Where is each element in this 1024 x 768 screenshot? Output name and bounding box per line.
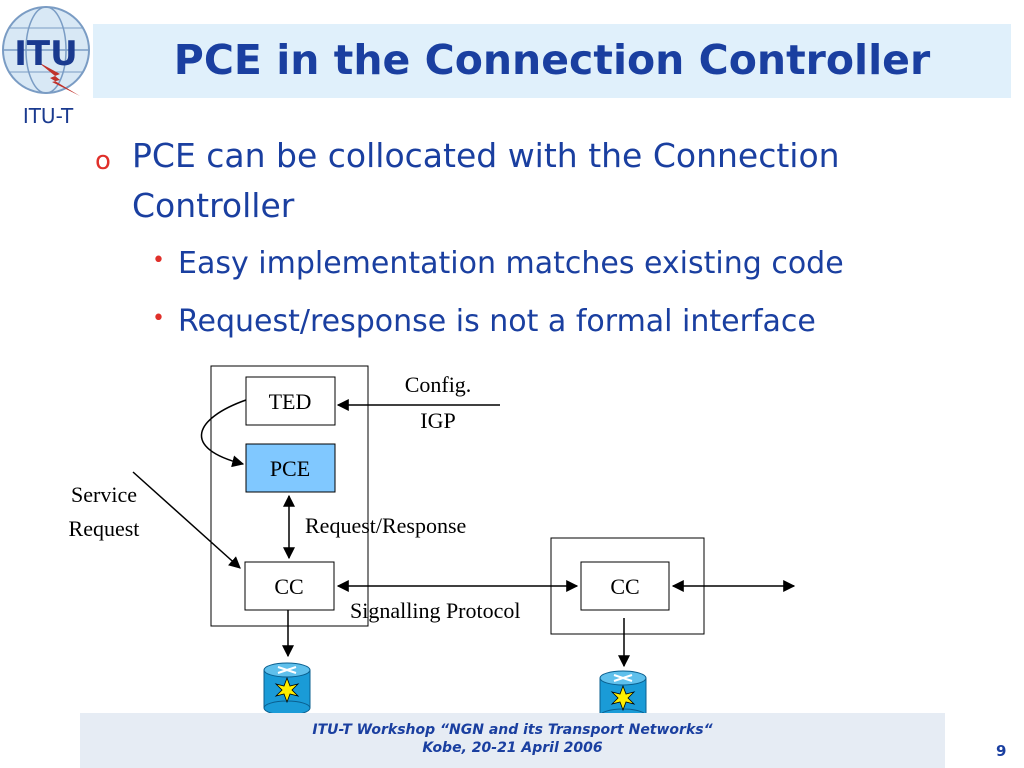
page-title: PCE in the Connection Controller xyxy=(173,36,931,84)
bullet-main-line1: PCE can be collocated with the Connectio… xyxy=(132,136,840,175)
cc-right-box xyxy=(580,561,670,611)
request-label: Request xyxy=(69,516,140,541)
title-bar xyxy=(93,24,1011,98)
pce-label: PCE xyxy=(270,456,310,481)
bullet-marker: o xyxy=(95,146,111,176)
footer-line-1: ITU-T Workshop “NGN and its Transport Ne… xyxy=(312,722,713,738)
router-icon xyxy=(263,662,311,716)
page-number: 9 xyxy=(996,742,1007,760)
itu-logo-icon: ITU xyxy=(2,6,90,96)
footer-line-2: Kobe, 20-21 April 2006 xyxy=(422,740,603,756)
sub-bullet-marker: • xyxy=(152,248,165,273)
cc-right-label: CC xyxy=(610,574,639,599)
footer-bar xyxy=(80,713,945,768)
cc-left-label: CC xyxy=(274,574,303,599)
bullet-main-line2: Controller xyxy=(132,186,295,225)
signalling-label: Signalling Protocol xyxy=(350,598,521,623)
service-request-arrow xyxy=(132,471,241,569)
logo-text: ITU xyxy=(14,34,77,74)
ted-box xyxy=(245,376,336,426)
request-response-label: Request/Response xyxy=(305,513,466,538)
sub-bullet-2: Request/response is not a formal interfa… xyxy=(178,304,816,339)
pce-box xyxy=(245,443,336,493)
ted-pce-arrow xyxy=(200,399,247,468)
ted-label: TED xyxy=(269,389,312,414)
service-label: Service xyxy=(71,482,137,507)
sub-bullet-1: Easy implementation matches existing cod… xyxy=(178,246,844,281)
sub-bullet-marker: • xyxy=(152,306,165,331)
igp-label: IGP xyxy=(420,408,455,433)
cc-left-box xyxy=(244,561,335,611)
config-label: Config. xyxy=(405,372,472,397)
logo-caption: ITU-T xyxy=(22,104,74,128)
